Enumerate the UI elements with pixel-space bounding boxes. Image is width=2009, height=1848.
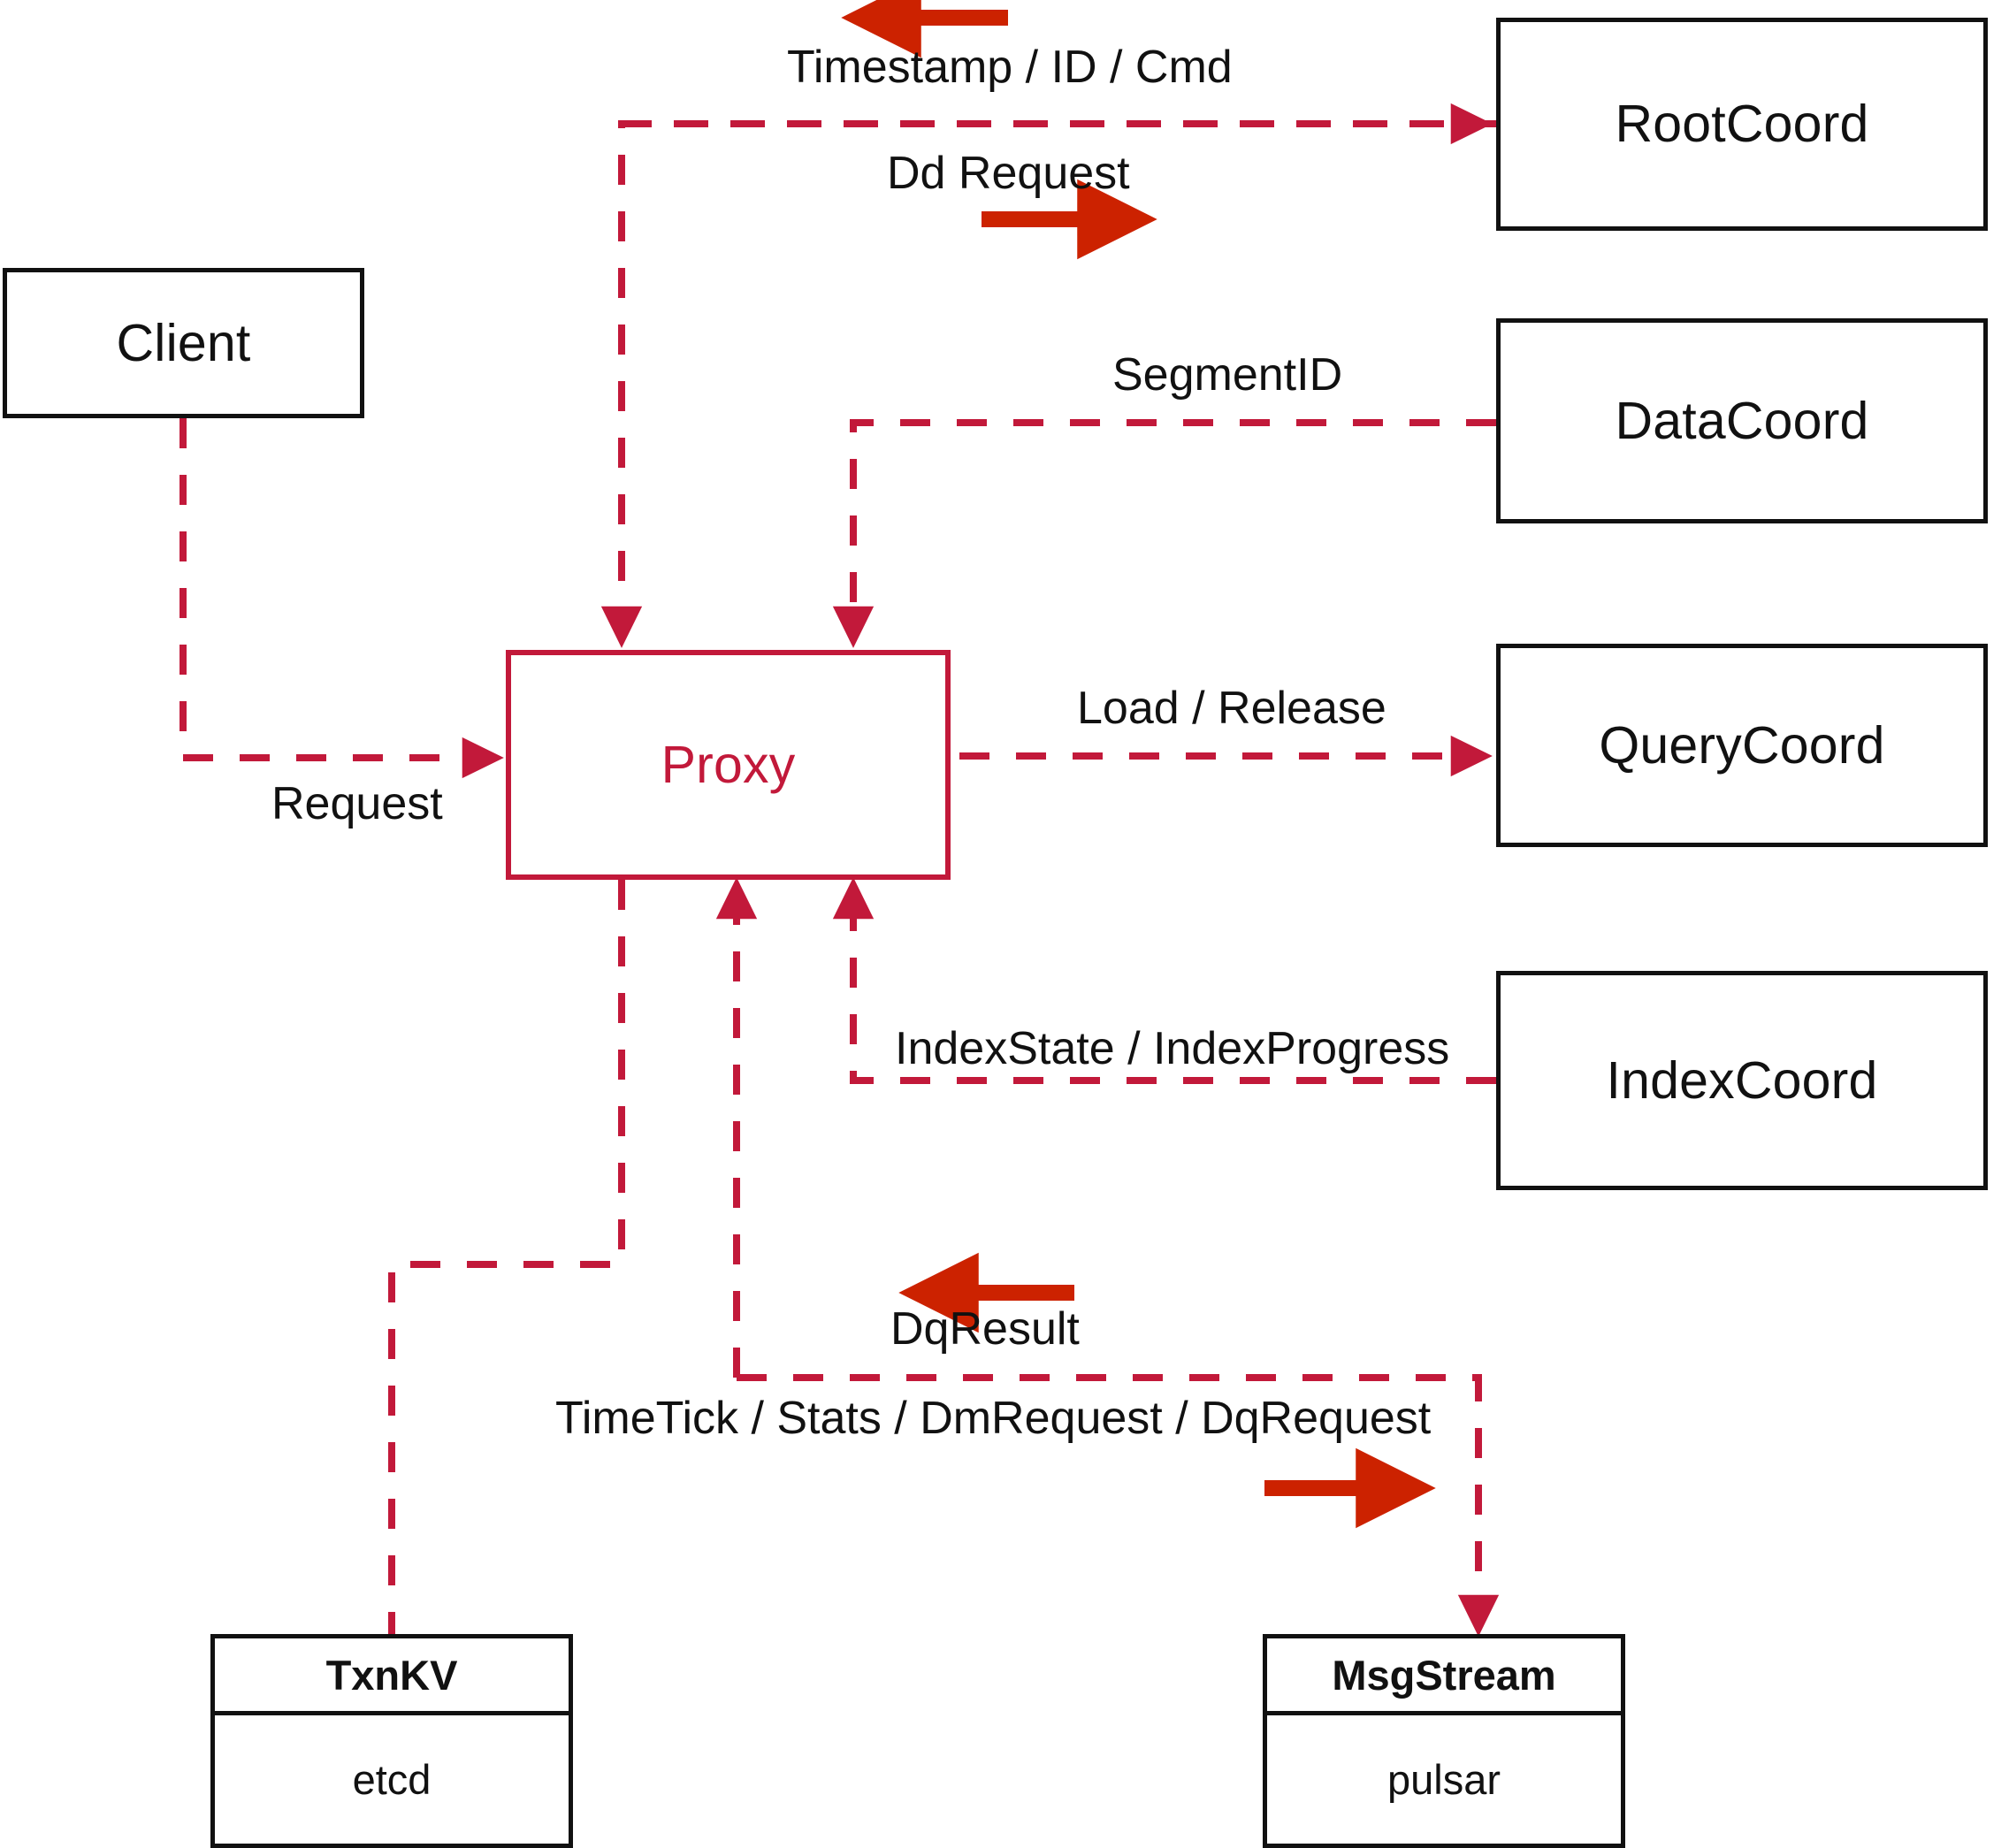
edge-label-indexstate-indexprogress: IndexState / IndexProgress xyxy=(895,1023,1450,1074)
node-txnkv-header-label: TxnKV xyxy=(325,1651,458,1699)
node-txnkv-body: etcd xyxy=(215,1715,569,1844)
node-msgstream-body: pulsar xyxy=(1267,1715,1621,1844)
edge-rootcoord-proxy xyxy=(600,120,1496,648)
node-indexcoord[interactable]: IndexCoord xyxy=(1496,971,1988,1190)
edge-client-proxy xyxy=(180,418,504,779)
node-querycoord-label: QueryCoord xyxy=(1599,715,1885,775)
node-msgstream-header-label: MsgStream xyxy=(1332,1651,1556,1699)
node-proxy-label: Proxy xyxy=(661,735,796,794)
edge-datacoord-proxy xyxy=(832,419,1496,648)
edge-label-timetick-stats-dmrequest-dqrequest: TimeTick / Stats / DmRequest / DqRequest xyxy=(555,1393,1432,1444)
edge-label-segmentid: SegmentID xyxy=(1112,349,1343,401)
edge-label-request: Request xyxy=(271,778,443,829)
edge-label-timestamp-id-cmd: Timestamp / ID / Cmd xyxy=(787,42,1233,93)
node-client-label: Client xyxy=(116,313,251,372)
node-msgstream[interactable]: MsgStream pulsar xyxy=(1263,1634,1625,1848)
node-client[interactable]: Client xyxy=(3,268,364,418)
node-datacoord-label: DataCoord xyxy=(1615,391,1869,450)
node-rootcoord[interactable]: RootCoord xyxy=(1496,18,1988,231)
node-txnkv[interactable]: TxnKV etcd xyxy=(210,1634,573,1848)
edge-proxy-msgstream xyxy=(737,1374,1500,1637)
node-txnkv-header: TxnKV xyxy=(215,1638,569,1715)
node-rootcoord-label: RootCoord xyxy=(1615,95,1869,153)
node-indexcoord-label: IndexCoord xyxy=(1606,1050,1878,1110)
edge-indexcoord-proxy xyxy=(832,877,1496,1084)
edge-proxy-txnkv xyxy=(388,880,625,1634)
edge-label-dd-request: Dd Request xyxy=(887,148,1130,199)
edge-label-load-release: Load / Release xyxy=(1077,683,1386,734)
node-querycoord[interactable]: QueryCoord xyxy=(1496,644,1988,847)
node-proxy[interactable]: Proxy xyxy=(506,650,951,880)
node-txnkv-body-label: etcd xyxy=(352,1756,432,1803)
edge-label-dqresult: DqResult xyxy=(890,1303,1080,1355)
node-datacoord[interactable]: DataCoord xyxy=(1496,318,1988,523)
node-msgstream-body-label: pulsar xyxy=(1386,1756,1501,1803)
node-msgstream-header: MsgStream xyxy=(1267,1638,1621,1715)
